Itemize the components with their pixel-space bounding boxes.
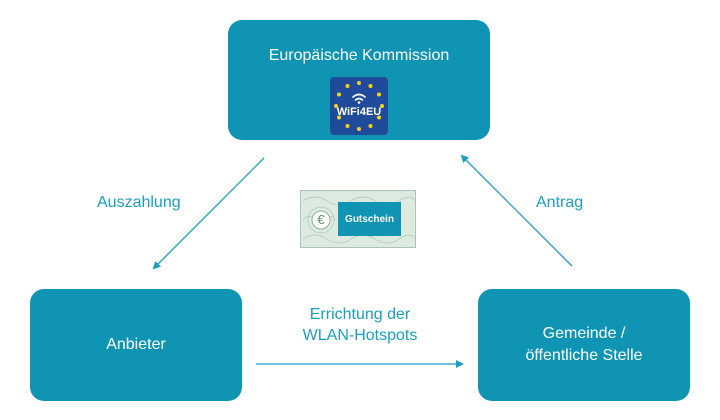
eu-stars-icon bbox=[334, 81, 384, 131]
node-provider: Anbieter bbox=[30, 289, 242, 401]
euro-icon: € bbox=[317, 212, 325, 227]
node-title-line2: öffentliche Stelle bbox=[525, 347, 643, 364]
edge-label-setup-line1: Errichtung der bbox=[309, 306, 411, 323]
wifi4eu-logo: WiFi4EU bbox=[330, 77, 388, 135]
node-european-commission: Europäische Kommission bbox=[228, 20, 490, 140]
arrow-application bbox=[460, 154, 573, 267]
node-title: Anbieter bbox=[106, 336, 166, 353]
euro-icon-bg bbox=[311, 210, 331, 230]
voucher-label: Gutschein bbox=[338, 202, 401, 236]
arrow-payout bbox=[152, 157, 265, 270]
node-title-line1: Gemeinde / bbox=[542, 325, 626, 342]
edge-label-setup-line2: WLAN-Hotspots bbox=[302, 327, 418, 344]
edge-label-payout: Auszahlung bbox=[97, 194, 181, 211]
wifi-icon bbox=[352, 93, 366, 101]
node-municipality: Gemeinde / öffentliche Stelle bbox=[478, 289, 690, 401]
edge-label-application: Antrag bbox=[536, 194, 584, 211]
voucher: € Gutschein bbox=[300, 190, 416, 248]
logo-text: WiFi4EU bbox=[336, 106, 382, 118]
edge-label-setup: Errichtung der WLAN-Hotspots bbox=[288, 304, 432, 346]
node-title: Europäische Kommission bbox=[268, 47, 450, 64]
